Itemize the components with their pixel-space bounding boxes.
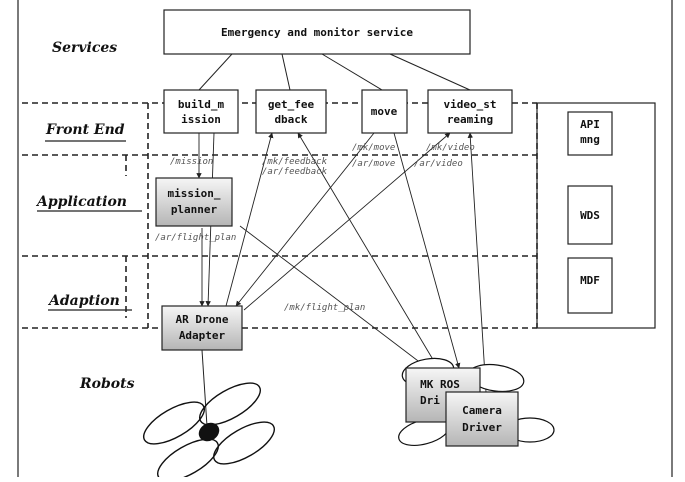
- video-streaming-label-1: video_st: [444, 98, 497, 111]
- layer-label-services: Services: [52, 40, 117, 56]
- layer-label-application: Application: [35, 194, 127, 210]
- camera-driver-label-2: Driver: [462, 421, 502, 434]
- move-box[interactable]: move: [361, 89, 408, 134]
- topic-mission: /mission: [170, 157, 213, 167]
- topic-mk-video: /mk/video: [426, 143, 475, 153]
- layer-label-adaption: Adaption: [47, 293, 120, 309]
- api-label-2: mng: [580, 133, 600, 146]
- mdf-label: MDF: [580, 274, 600, 287]
- quadcopter-icon: [143, 382, 275, 482]
- adapter-drone-link: [201, 349, 208, 427]
- mdf-box[interactable]: MDF: [567, 257, 613, 314]
- topic-mk-feedback: /mk/feedback: [262, 157, 328, 167]
- api-label-1: API: [580, 118, 600, 131]
- side-panel: [536, 102, 656, 329]
- get-feedback-box[interactable]: get_fee dback: [255, 89, 327, 134]
- wds-label: WDS: [580, 209, 600, 222]
- ar-adapter-label-2: Adapter: [179, 329, 226, 342]
- camera-driver-box[interactable]: Camera Driver: [445, 391, 519, 447]
- topic-ar-flight-plan: /ar/flight_plan: [155, 233, 236, 243]
- mission-planner-box[interactable]: mission_ planner: [155, 177, 233, 227]
- topic-mk-move: /mk/move: [352, 143, 395, 153]
- get-feedback-label-2: dback: [274, 113, 307, 126]
- layer-label-robots: Robots: [79, 376, 135, 392]
- topic-ar-feedback: /ar/feedback: [262, 167, 328, 177]
- topic-arrows: [196, 132, 487, 393]
- mk-driver-label-1: MK ROS: [420, 378, 460, 391]
- emergency-service-box[interactable]: [163, 9, 471, 55]
- layer-label-front-end: Front End: [45, 122, 125, 138]
- video-streaming-box[interactable]: video_st reaming: [427, 89, 513, 134]
- move-label: move: [371, 105, 398, 118]
- build-mission-box[interactable]: build_m ission: [163, 89, 239, 134]
- ar-adapter-label-1: AR Drone: [176, 313, 229, 326]
- wds-box[interactable]: WDS: [567, 185, 613, 245]
- mk-driver-label-2: Dri: [420, 394, 440, 407]
- emergency-service-label: Emergency and monitor service: [221, 26, 413, 39]
- mission-planner-label-1: mission_: [168, 187, 221, 200]
- ar-drone-adapter-box[interactable]: AR Drone Adapter: [161, 305, 243, 351]
- topic-ar-move: /ar/move: [352, 159, 395, 169]
- build-mission-label-2: ission: [181, 113, 221, 126]
- topic-mk-flight-plan: /mk/flight_plan: [284, 303, 365, 313]
- api-mng-box[interactable]: API mng: [567, 111, 613, 156]
- build-mission-label-1: build_m: [178, 98, 225, 111]
- mission-planner-label-2: planner: [171, 203, 218, 216]
- camera-driver-label-1: Camera: [462, 404, 502, 417]
- topic-ar-video: /ar/video: [414, 159, 463, 169]
- service-links: [198, 53, 471, 91]
- get-feedback-label-1: get_fee: [268, 98, 315, 111]
- video-streaming-label-2: reaming: [447, 113, 493, 126]
